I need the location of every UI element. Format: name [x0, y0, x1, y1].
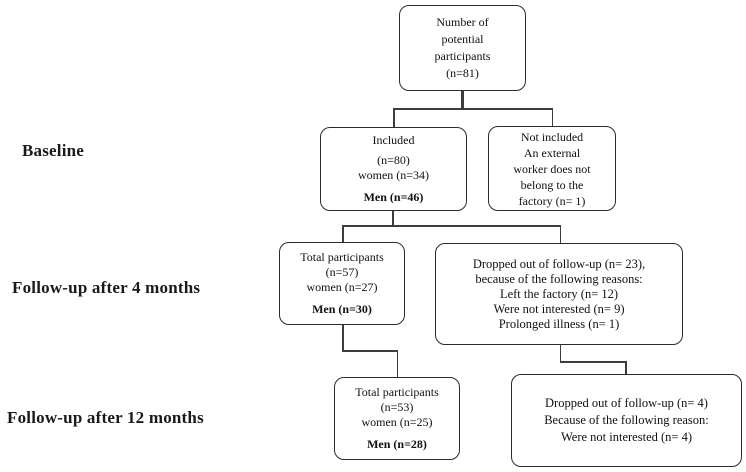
- connector-branch1-horizontal: [393, 108, 553, 110]
- connector-into-not-included: [551, 108, 553, 127]
- box-included: Included (n=80) women (n=34) Men (n=46): [320, 127, 467, 211]
- box-text-line: factory (n= 1): [518, 193, 586, 208]
- box-text-line: because of the following reasons:: [475, 271, 643, 286]
- box-text-line: Total participants: [355, 385, 439, 399]
- box-text-line: Were not interested (n= 4): [561, 430, 692, 444]
- box-text-line: Included: [372, 133, 415, 147]
- box-text-line: women (n=34): [357, 168, 430, 182]
- stage-label-followup-4-months: Follow-up after 4 months: [12, 278, 201, 297]
- box-followup-4m-total-participants: Total participants (n=57) women (n=27) M…: [279, 242, 405, 325]
- box-text-line: An external: [523, 145, 581, 160]
- box-text-line: Left the factory (n= 12): [499, 286, 619, 301]
- box-text-line: (n=53): [380, 400, 414, 414]
- box-text-line: women (n=25): [361, 415, 433, 429]
- box-text-line: (n=80): [377, 153, 410, 167]
- connector-into-included: [393, 108, 395, 128]
- box-text-line: belong to the: [520, 177, 584, 192]
- box-text-line: Dropped out of follow-up (n= 23),: [472, 256, 646, 271]
- box-text-line: worker does not: [513, 161, 591, 176]
- stage-label-baseline: Baseline: [22, 141, 85, 160]
- connector-top-to-branch: [461, 89, 464, 109]
- stage-label-followup-12-months: Follow-up after 12 months: [7, 408, 204, 427]
- box-text-line: Men (n=28): [367, 437, 427, 451]
- box-not-included: Not included An external worker does not…: [488, 126, 616, 211]
- connector-into-dropped-12m: [625, 361, 627, 375]
- box-potential-participants: Number of potential participants (n=81): [399, 5, 526, 91]
- box-followup-4m-dropped-out: Dropped out of follow-up (n= 23), becaus…: [435, 243, 683, 345]
- box-text-line: Prolonged illness (n= 1): [498, 316, 620, 331]
- box-text-line: Not included: [520, 129, 584, 144]
- box-followup-12m-total-participants: Total participants (n=53) women (n=25) M…: [334, 377, 460, 460]
- box-text-line: Because of the following reason:: [544, 413, 709, 427]
- box-text-line: Men (n=30): [312, 302, 372, 316]
- box-text-line: Were not interested (n= 9): [493, 301, 625, 316]
- box-text-line: Men (n=46): [363, 190, 424, 204]
- box-text-line: women (n=27): [306, 280, 378, 294]
- connector-branch2-horizontal: [342, 225, 561, 227]
- box-text-line: Dropped out of follow-up (n= 4): [545, 396, 708, 410]
- connector-dropped4m-down: [559, 344, 561, 362]
- box-text-line: Total participants: [300, 250, 384, 264]
- box-text-line: potential: [441, 32, 484, 46]
- box-text-line: participants: [434, 49, 491, 63]
- box-text-line: Number of: [436, 15, 489, 29]
- connector-step-to-total-12m: [342, 350, 398, 352]
- box-text-line: (n=57): [325, 265, 359, 279]
- box-followup-12m-dropped-out: Dropped out of follow-up (n= 4) Because …: [511, 374, 742, 467]
- connector-into-total-12m: [396, 350, 398, 378]
- connector-into-total-4m: [342, 225, 344, 243]
- connector-total4m-down: [342, 324, 344, 351]
- box-text-line: (n=81): [446, 66, 479, 80]
- connector-step-to-dropped-12m: [559, 361, 627, 363]
- connector-included-down: [392, 210, 394, 226]
- connector-into-dropped-4m: [559, 225, 561, 244]
